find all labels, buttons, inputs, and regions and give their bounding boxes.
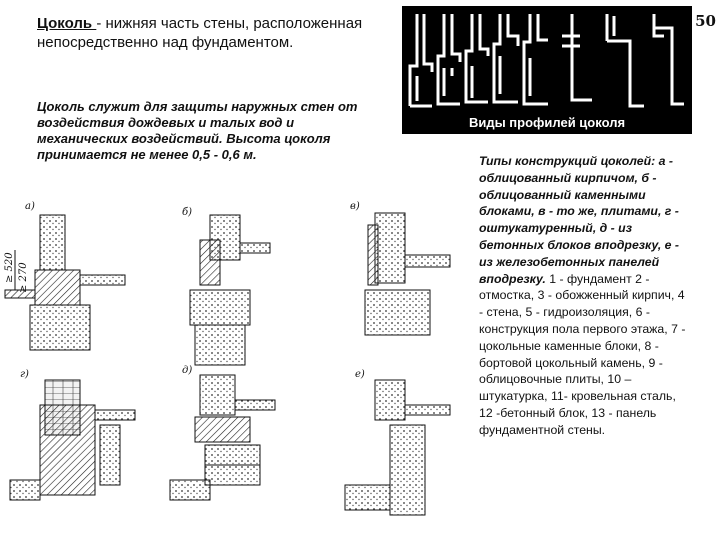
section-e: е) <box>344 369 451 516</box>
plinth-profiles-image: Виды профилей цоколя <box>402 6 692 134</box>
construction-types-text: Типы конструкций цоколей: а - облицованн… <box>479 153 689 439</box>
section-v: в) <box>350 201 451 336</box>
purpose-text: Цоколь служит для защиты наружных стен о… <box>37 99 358 162</box>
slide-number: 50 <box>695 12 716 30</box>
label-g: г) <box>20 369 29 380</box>
construction-types-intro: Типы конструкций цоколей: а - облицованн… <box>479 154 679 286</box>
section-g: г) <box>9 369 136 501</box>
definition-term: Цоколь <box>37 15 97 32</box>
dim-label-2: ≥ 270 <box>18 262 29 293</box>
label-a: а) <box>25 201 35 212</box>
definition-body: - нижняя часть стены, расположенная непо… <box>37 15 363 51</box>
section-b: б) <box>182 207 271 366</box>
definition-text: Цоколь - нижняя часть стены, расположенн… <box>37 14 387 52</box>
label-v: в) <box>350 201 360 212</box>
label-b: б) <box>182 207 192 218</box>
profiles-caption: Виды профилей цоколя <box>468 115 626 130</box>
section-a: а) ≥ 520 ≥ 270 <box>4 201 126 351</box>
section-d: д) <box>169 365 276 501</box>
plinth-sections-drawing: а) ≥ 520 ≥ 270 б) в) г) д) <box>4 201 451 516</box>
dim-label-1: ≥ 520 <box>4 252 15 283</box>
plinth-profiles-drawing <box>408 14 684 108</box>
label-e: е) <box>355 369 365 380</box>
construction-types-legend: 1 - фундамент 2 - отмостка, 3 - обожженн… <box>479 271 686 437</box>
label-d: д) <box>182 365 192 376</box>
